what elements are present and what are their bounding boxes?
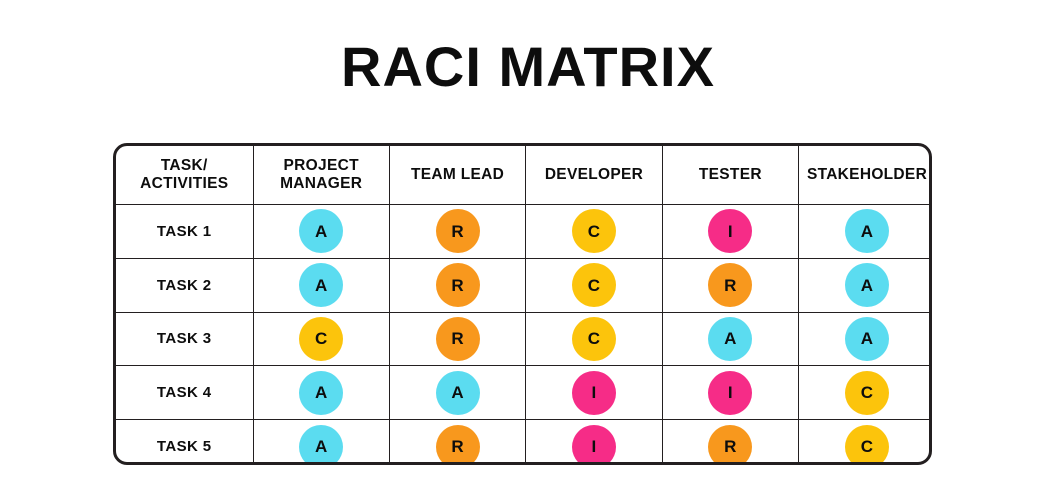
raci-badge: I [708, 370, 753, 415]
raci-cell: A [798, 257, 929, 313]
raci-badge: I [708, 209, 753, 254]
raci-cell: R [388, 257, 527, 313]
raci-cell: A [252, 419, 390, 462]
column-header-line-2: ACTIVITIES [140, 175, 229, 192]
raci-badge: R [708, 263, 753, 308]
raci-cell: R [388, 311, 527, 367]
column-header-line-1: PROJECT [283, 157, 359, 174]
raci-badge: C [571, 263, 616, 308]
raci-cell: I [661, 204, 800, 259]
raci-badge: I [571, 424, 616, 462]
raci-cell: A [252, 204, 390, 259]
raci-badge: A [845, 263, 889, 308]
raci-badge: A [845, 209, 889, 254]
raci-badge: A [708, 316, 753, 361]
task-label: TASK 4 [116, 365, 254, 421]
raci-cell: C [798, 419, 929, 462]
raci-cell: C [525, 311, 663, 367]
raci-badge: A [299, 209, 344, 254]
column-header-line-1: STAKEHOLDER [806, 166, 928, 183]
raci-badge: A [845, 316, 889, 361]
raci-cell: R [388, 419, 527, 462]
raci-cell: C [525, 204, 663, 259]
raci-cell: C [798, 365, 929, 421]
raci-badge: C [571, 209, 616, 254]
raci-badge: R [435, 424, 480, 462]
task-label: TASK 2 [116, 257, 254, 313]
raci-badge: C [845, 424, 889, 462]
table-body: TASK 1 A R C I A TASK 2 A R C R A TASK 3 [116, 204, 929, 462]
column-header-team-lead: TEAM LEAD [388, 146, 527, 205]
table-row: TASK 2 A R C R A [116, 257, 929, 313]
column-header-project-manager: PROJECT MANAGER [252, 146, 390, 205]
raci-cell: A [798, 311, 929, 367]
raci-cell: A [798, 204, 929, 259]
raci-badge: C [571, 316, 616, 361]
column-header-line-1: TESTER [698, 166, 762, 183]
raci-cell: I [661, 365, 800, 421]
raci-cell: R [661, 419, 800, 462]
table-row: TASK 3 C R C A A [116, 311, 929, 367]
table-row: TASK 1 A R C I A [116, 204, 929, 259]
raci-cell: C [525, 257, 663, 313]
raci-badge: A [435, 370, 480, 415]
task-label: TASK 5 [116, 419, 254, 462]
raci-badge: I [571, 370, 616, 415]
raci-cell: C [252, 311, 390, 367]
raci-badge: R [435, 263, 480, 308]
raci-badge: C [299, 316, 344, 361]
column-header-line-2: MANAGER [280, 175, 363, 192]
raci-badge: R [708, 424, 753, 462]
header-row: TASK/ ACTIVITIES PROJECT MANAGER TEAM LE… [116, 146, 929, 205]
raci-badge: R [435, 209, 480, 254]
raci-badge: A [299, 424, 344, 462]
raci-cell: A [388, 365, 527, 421]
table-row: TASK 5 A R I R C [116, 419, 929, 462]
column-header-task-activities: TASK/ ACTIVITIES [116, 146, 254, 205]
raci-cell: R [661, 257, 800, 313]
raci-cell: A [252, 257, 390, 313]
column-header-developer: DEVELOPER [525, 146, 663, 205]
raci-cell: I [525, 365, 663, 421]
table-row: TASK 4 A A I I C [116, 365, 929, 421]
column-header-line-1: TASK/ [160, 157, 208, 174]
column-header-line-1: DEVELOPER [544, 166, 644, 183]
raci-cell: A [252, 365, 390, 421]
raci-badge: R [435, 316, 480, 361]
raci-matrix-table-container: TASK/ ACTIVITIES PROJECT MANAGER TEAM LE… [113, 143, 932, 465]
task-label: TASK 3 [116, 311, 254, 367]
raci-badge: A [299, 263, 344, 308]
raci-badge: A [299, 370, 344, 415]
column-header-line-1: TEAM LEAD [411, 166, 505, 183]
raci-matrix-table: TASK/ ACTIVITIES PROJECT MANAGER TEAM LE… [116, 146, 929, 462]
raci-badge: C [845, 370, 889, 415]
page-title: RACI MATRIX [341, 35, 715, 98]
task-label: TASK 1 [116, 204, 254, 259]
raci-cell: R [388, 204, 527, 259]
column-header-tester: TESTER [661, 146, 800, 205]
column-header-stakeholder: STAKEHOLDER [798, 146, 929, 205]
table-header: TASK/ ACTIVITIES PROJECT MANAGER TEAM LE… [116, 146, 929, 205]
raci-cell: A [661, 311, 800, 367]
raci-cell: I [525, 419, 663, 462]
